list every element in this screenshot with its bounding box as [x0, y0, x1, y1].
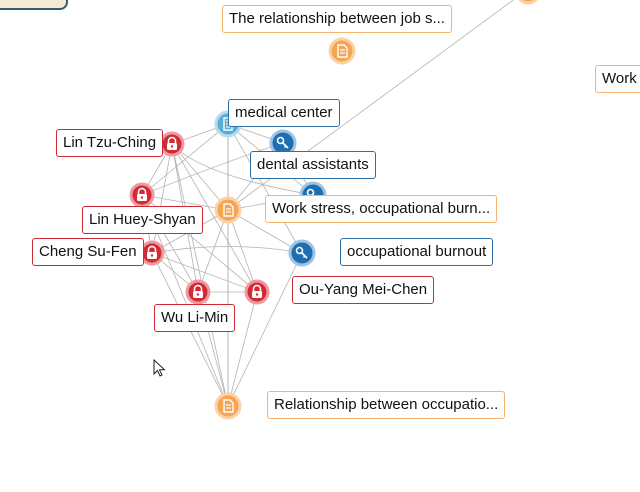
label-ou-yang-mei-chen[interactable]: Ou-Yang Mei-Chen [292, 276, 435, 304]
label-occupational-burnout[interactable]: occupational burnout [340, 238, 494, 266]
label-dental-assistants[interactable]: dental assistants [250, 151, 376, 179]
node-doc-job-stress[interactable] [328, 37, 356, 65]
node-lin-tzu-ching[interactable] [159, 131, 185, 157]
node-lin-huey-shyan[interactable] [129, 182, 155, 208]
label-work-offscreen[interactable]: Work [595, 65, 640, 93]
node-wu-li-min[interactable] [185, 279, 211, 305]
label-doc-work-stress[interactable]: Work stress, occupational burn... [265, 195, 498, 223]
label-wu-li-min[interactable]: Wu Li-Min [154, 304, 236, 332]
node-occupational-burnout[interactable] [288, 239, 316, 267]
node-ou-yang-mei-chen[interactable] [244, 279, 270, 305]
label-lin-huey-shyan[interactable]: Lin Huey-Shyan [82, 206, 203, 234]
label-doc-relationship[interactable]: Relationship between occupatio... [267, 391, 506, 419]
node-doc-relationship[interactable] [214, 392, 242, 420]
node-cheng-su-fen[interactable] [139, 240, 165, 266]
node-doc-top-offscreen[interactable] [517, 0, 539, 5]
node-doc-work-stress[interactable] [214, 196, 242, 224]
label-cheng-su-fen[interactable]: Cheng Su-Fen [32, 238, 144, 266]
label-medical-center[interactable]: medical center [228, 99, 340, 127]
mouse-cursor-icon [153, 359, 166, 377]
top-panel-edge [0, 0, 68, 10]
label-doc-job-stress[interactable]: The relationship between job s... [222, 5, 452, 33]
label-lin-tzu-ching[interactable]: Lin Tzu-Ching [56, 129, 164, 157]
